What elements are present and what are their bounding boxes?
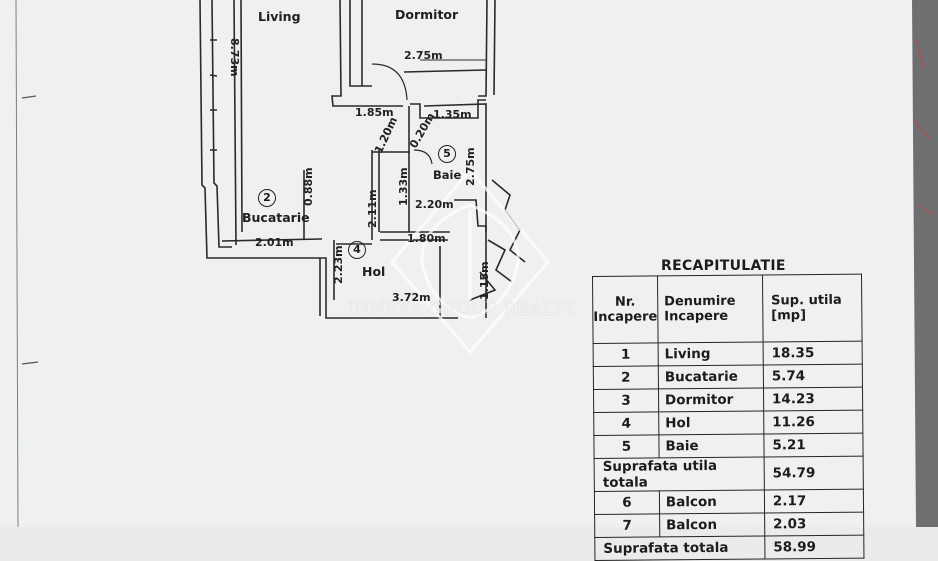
recap-table: Nr. Incapere Denumire Incapere Sup. util… <box>592 274 864 561</box>
recap-title: RECAPITULATIE <box>661 258 786 274</box>
recap-header-row: Nr. Incapere Denumire Incapere Sup. util… <box>592 274 863 344</box>
room-label-baie: Baie <box>433 168 462 182</box>
room-label-dormitor: Dormitor <box>395 7 459 22</box>
row-nr: 4 <box>593 411 659 436</box>
margin-line <box>15 0 19 527</box>
subtotal-label: Suprafata utila totala <box>594 457 765 492</box>
dimension-2.01: 2.01m <box>255 236 294 249</box>
row-nr: 3 <box>593 388 659 413</box>
row-name: Hol <box>658 411 764 435</box>
row-area: 2.03 <box>764 512 864 537</box>
dimension-2.11: 2.11m <box>366 189 379 228</box>
dimension-1.35: 1.35m <box>433 108 472 121</box>
row-area: 5.21 <box>763 433 864 458</box>
header-area: Sup. utila [mp] <box>762 274 863 343</box>
dimension-2.23: 2.23m <box>332 245 345 284</box>
row-name: Bucatarie <box>658 365 764 389</box>
room-number-baie: 5 <box>438 145 456 163</box>
dimension-2.75-v: 2.75m <box>464 147 477 186</box>
room-number-hol: 4 <box>348 241 366 259</box>
dimension-0.88: 0.88m <box>302 167 315 206</box>
subtotal-area: 54.79 <box>764 456 864 491</box>
walls <box>199 0 526 319</box>
watermark-text: INNEXA GROUP REALTY <box>347 299 576 319</box>
watermark-logo <box>390 167 550 355</box>
table-row: 5 Baie 5.21 <box>593 433 864 459</box>
table-row: 2 Bucatarie 5.74 <box>593 364 863 390</box>
row-nr: 5 <box>593 434 660 459</box>
row-nr: 6 <box>594 490 660 515</box>
red-marks <box>913 39 935 216</box>
row-area: 11.26 <box>763 410 863 435</box>
subtotal-row: Suprafata utila totala 54.79 <box>594 456 864 492</box>
room-label-bucatarie: Bucatarie <box>242 210 310 225</box>
table-row: 4 Hol 11.26 <box>593 410 863 436</box>
dimension-1.80: 1.80m <box>407 232 446 245</box>
table-row: 3 Dormitor 14.23 <box>593 387 863 413</box>
header-name: Denumire Incapere <box>657 275 764 343</box>
row-name: Dormitor <box>658 388 764 412</box>
tick-mark <box>21 95 37 99</box>
dimension-8.73: 8.73m <box>228 38 241 77</box>
row-nr: 1 <box>593 342 659 367</box>
room-label-hol: Hol <box>362 264 386 279</box>
floor-plan-drawing <box>0 0 938 527</box>
row-name: Baie <box>658 434 765 458</box>
dimension-1.33: 1.33m <box>397 167 410 206</box>
row-area: 2.17 <box>764 489 864 514</box>
row-name: Living <box>658 342 764 366</box>
dimension-2.75-h: 2.75m <box>404 49 443 62</box>
total-area: 58.99 <box>764 535 864 560</box>
row-nr: 2 <box>593 365 659 390</box>
table-row: 6 Balcon 2.17 <box>594 489 864 515</box>
dimension-1.15: 1.15m <box>478 261 491 300</box>
dimension-3.72: 3.72m <box>392 291 431 304</box>
room-number-bucatarie: 2 <box>258 189 276 207</box>
table-row: 7 Balcon 2.03 <box>594 512 864 538</box>
paper-sheet <box>0 0 916 527</box>
total-label: Suprafata totala <box>594 536 765 561</box>
tick-mark <box>21 361 39 365</box>
row-area: 14.23 <box>763 387 863 412</box>
dimension-2.20: 2.20m <box>415 198 454 211</box>
row-nr: 7 <box>594 513 660 538</box>
total-row: Suprafata totala 58.99 <box>594 535 864 561</box>
row-area: 18.35 <box>763 341 863 366</box>
dimension-1.85: 1.85m <box>355 106 394 119</box>
room-label-living: Living <box>258 9 301 24</box>
header-nr: Nr. Incapere <box>592 275 659 344</box>
row-name: Balcon <box>659 513 765 537</box>
row-name: Balcon <box>659 490 765 514</box>
table-row: 1 Living 18.35 <box>593 341 863 367</box>
row-area: 5.74 <box>763 364 863 389</box>
